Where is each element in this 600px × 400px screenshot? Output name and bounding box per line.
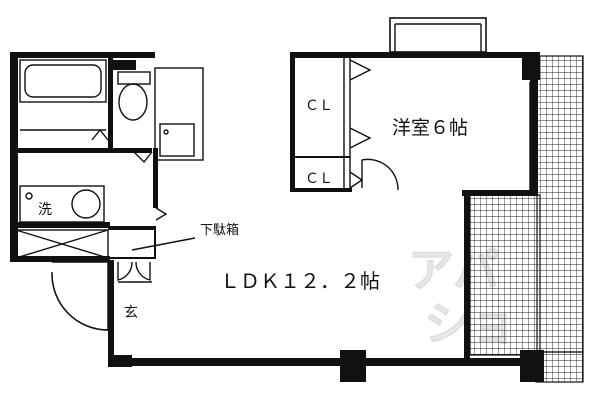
sink-icon xyxy=(154,67,204,161)
entrance-door xyxy=(51,261,109,331)
outer-walls xyxy=(10,52,544,382)
toilet-icon xyxy=(117,71,151,121)
shoe-box-leader xyxy=(131,237,196,251)
laundry-label: 洗 xyxy=(38,202,52,218)
bathtub-icon xyxy=(19,59,107,131)
window-bay xyxy=(389,17,487,53)
western-room-label: 洋室６帖 xyxy=(392,117,468,139)
storage-box xyxy=(15,229,109,259)
closet-label-upper: ＣＬ xyxy=(305,98,333,114)
interior-walls xyxy=(10,52,352,259)
shoe-box-label: 下駄箱 xyxy=(200,222,239,238)
ldk-label: ＬＤＫ１２．２帖 xyxy=(220,269,380,293)
closet-label-lower: ＣＬ xyxy=(305,171,333,187)
entrance-label: 玄 xyxy=(124,304,138,321)
door-swings xyxy=(91,59,531,283)
balcony-grid xyxy=(469,55,584,383)
washing-machine-icon xyxy=(19,185,105,223)
